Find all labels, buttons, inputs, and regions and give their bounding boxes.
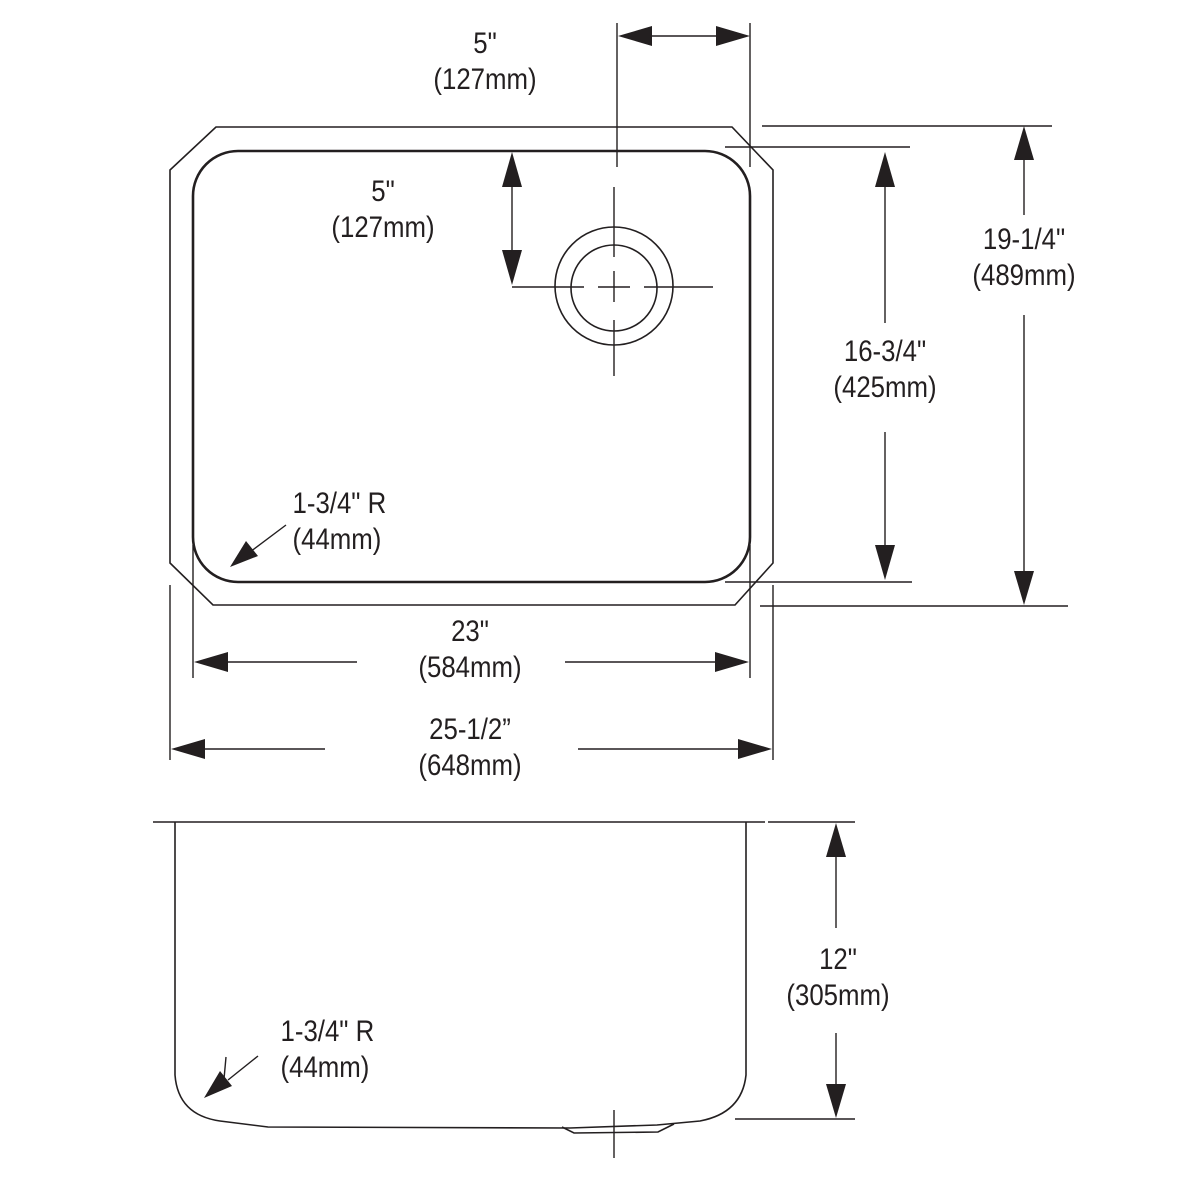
- label-bowl-width: 23" (584mm): [393, 614, 548, 686]
- side-corner-radius-leader: [204, 1055, 259, 1098]
- corner-radius-leader: [230, 524, 287, 567]
- label-inches: 25-1/2”: [429, 713, 511, 746]
- dimension-drain-vertical: [502, 152, 522, 285]
- bowl-profile: [174, 822, 747, 1129]
- label-corner-radius-top: 1-3/4" R (44mm): [293, 486, 422, 558]
- bowl-outline: [191, 149, 752, 584]
- label-inches: 1-3/4" R: [292, 487, 387, 520]
- label-mm: (425mm): [833, 371, 937, 404]
- dimension-depth: [826, 823, 846, 1118]
- label-inches: 5": [371, 175, 395, 208]
- side-view: [153, 821, 855, 1158]
- label-mm: (44mm): [292, 523, 382, 556]
- dimension-overall-length: [1014, 126, 1034, 605]
- label-mm: (127mm): [433, 63, 537, 96]
- label-mm: (489mm): [972, 259, 1076, 292]
- dimension-drain-horizontal: [618, 23, 751, 167]
- dimension-bowl-length: [875, 152, 895, 580]
- label-mm: (648mm): [418, 749, 522, 782]
- label-bowl-length: 16-3/4" (425mm): [816, 334, 954, 406]
- label-mm: (127mm): [331, 211, 435, 244]
- label-mm: (305mm): [786, 979, 890, 1012]
- outer-flange-outline: [169, 126, 774, 606]
- label-mm: (584mm): [418, 651, 522, 684]
- label-inches: 19-1/4": [982, 223, 1066, 256]
- label-inches: 12": [819, 943, 857, 976]
- label-drain-offset-horizontal: 5" (127mm): [416, 26, 554, 98]
- label-overall-length: 19-1/4" (489mm): [955, 222, 1093, 294]
- label-inches: 16-3/4": [843, 335, 927, 368]
- label-depth: 12" (305mm): [769, 942, 907, 1014]
- label-drain-offset-vertical: 5" (127mm): [314, 174, 452, 246]
- label-inches: 1-3/4" R: [280, 1015, 375, 1048]
- label-corner-radius-side: 1-3/4" R (44mm): [281, 1014, 410, 1086]
- label-mm: (44mm): [280, 1051, 370, 1084]
- label-overall-width: 25-1/2” (648mm): [393, 712, 548, 784]
- dimension-overall-width: [171, 739, 772, 759]
- top-view: [169, 23, 1068, 760]
- label-inches: 5": [473, 27, 497, 60]
- dimension-bowl-width: [194, 652, 749, 672]
- drain-icon: [512, 23, 713, 376]
- label-inches: 23": [451, 615, 489, 648]
